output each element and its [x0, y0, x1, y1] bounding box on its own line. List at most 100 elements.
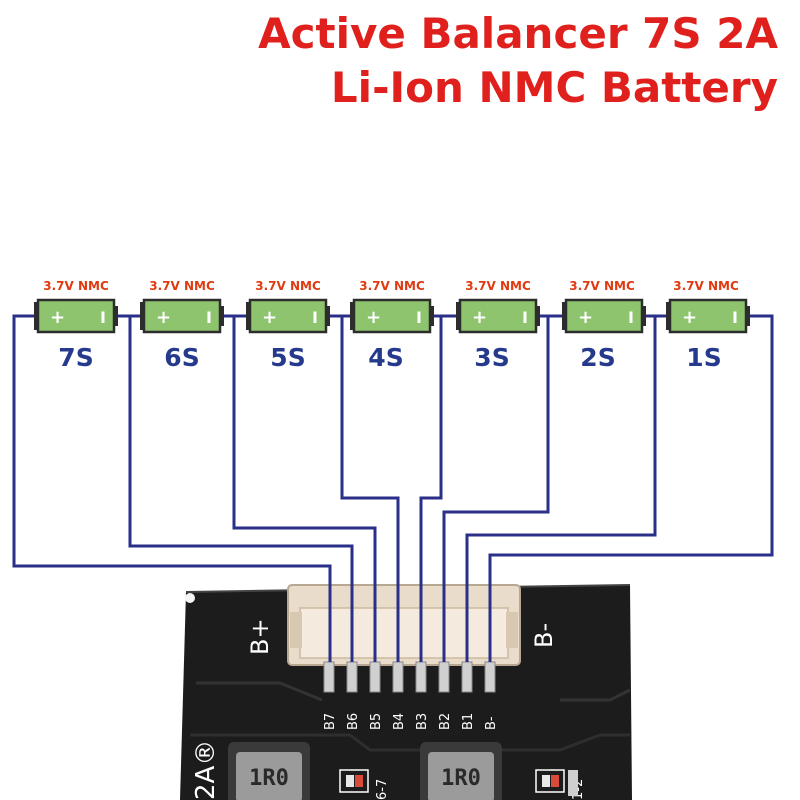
pin-label-b3: B3	[415, 713, 430, 730]
cell-label: 3.7V NMC	[465, 279, 531, 293]
led-outline	[535, 769, 565, 793]
board-corner-notch	[185, 593, 195, 603]
connector-latch-left	[290, 612, 302, 648]
pin-labels: B7 B6 B5 B4 B3 B2 B1 B-	[323, 713, 499, 730]
cell-body	[352, 298, 432, 334]
connector-pin	[323, 661, 335, 693]
cell-plus-sign: +	[472, 307, 487, 328]
pin-label-b1: B1	[461, 713, 476, 730]
cell-minus-sign: I	[416, 308, 422, 327]
cell-5s: 3.7V NMC + I 5S	[246, 279, 330, 372]
cell-2s: 3.7V NMC + I 2S	[562, 279, 646, 372]
inductor-left: 1R0	[228, 742, 310, 800]
inductor-right: 1R0	[420, 742, 502, 800]
connector-pin	[369, 661, 381, 693]
inductor-body	[428, 752, 494, 800]
connector-pin	[392, 661, 404, 693]
series-label: 6S	[164, 343, 199, 372]
cell-terminal	[456, 302, 460, 330]
cell-body	[36, 298, 116, 334]
series-label: 2S	[580, 343, 615, 372]
cell-label: 3.7V NMC	[43, 279, 109, 293]
led-outline	[339, 769, 369, 793]
led-left	[339, 769, 369, 793]
cell-cap	[114, 306, 118, 326]
led-body	[551, 775, 559, 787]
b-minus-label: B-	[530, 623, 558, 648]
connector-pin	[346, 661, 358, 693]
cell-cap	[326, 306, 330, 326]
cell-plus-sign: +	[262, 307, 277, 328]
connector-opening	[299, 607, 509, 659]
series-label: 3S	[474, 343, 509, 372]
cell-terminal	[666, 302, 670, 330]
jst-connector	[287, 584, 521, 666]
connector-pin	[415, 661, 427, 693]
wire-b7	[12, 314, 332, 662]
cell-plus-sign: +	[682, 307, 697, 328]
pcb-trace	[560, 688, 631, 702]
series-label: 1S	[686, 343, 721, 372]
cell-terminal	[140, 302, 144, 330]
inductor-left-label: 1R0	[249, 766, 289, 791]
series-label: 5S	[270, 343, 305, 372]
cell-cap	[642, 306, 646, 326]
cell-cap	[430, 306, 434, 326]
pin-label-b2: B2	[438, 713, 453, 730]
pin-label-b4: B4	[392, 713, 407, 730]
smd-component	[568, 770, 578, 796]
connector-pins	[323, 661, 496, 693]
connector-pin	[461, 661, 473, 693]
cell-7s: 3.7V NMC + I 7S	[34, 279, 118, 372]
cell-plus-sign: +	[578, 307, 593, 328]
wire-b2	[442, 316, 550, 662]
pin-label-b5: B5	[369, 713, 384, 730]
cell-label: 3.7V NMC	[359, 279, 425, 293]
cell-plus-sign: +	[156, 307, 171, 328]
cell-minus-sign: I	[206, 308, 212, 327]
cell-4s: 3.7V NMC + I 4S	[350, 279, 434, 372]
cell-body	[458, 298, 538, 334]
b-plus-label: B+	[246, 618, 274, 655]
balancer-board: B+ B- B7 B6 B5 B4 B3 B2 B1 B- 2A® 1R0 1R…	[180, 584, 632, 800]
cell-label: 3.7V NMC	[673, 279, 739, 293]
cell-label: 3.7V NMC	[255, 279, 321, 293]
connector-pin	[484, 661, 496, 693]
cell-body	[564, 298, 644, 334]
cell-minus-sign: I	[732, 308, 738, 327]
cell-plus-sign: +	[366, 307, 381, 328]
cell-terminal	[350, 302, 354, 330]
cell-minus-sign: I	[100, 308, 106, 327]
cell-terminal	[34, 302, 38, 330]
wire-b3	[419, 316, 443, 662]
pin-label-b-minus: B-	[484, 716, 499, 730]
title-line-2: Li-Ion NMC Battery	[331, 63, 778, 112]
title-line-1: Active Balancer 7S 2A	[258, 9, 778, 58]
led-pad	[346, 775, 354, 787]
pin-label-b7: B7	[323, 713, 338, 730]
led-pad	[542, 775, 550, 787]
pcb-trace	[196, 681, 323, 702]
cell-terminal	[562, 302, 566, 330]
cell-minus-sign: I	[312, 308, 318, 327]
cell-cap	[536, 306, 540, 326]
cell-label: 3.7V NMC	[149, 279, 215, 293]
connector-latch-right	[506, 612, 518, 648]
cell-cap	[746, 306, 750, 326]
inductor-right-label: 1R0	[441, 766, 481, 791]
wire-b1	[465, 316, 657, 662]
led-body	[355, 775, 363, 787]
cell-6s: 3.7V NMC + I 6S	[140, 279, 224, 372]
cell-terminal	[246, 302, 250, 330]
wire-b-minus	[488, 314, 774, 662]
board-edge-text: 2A®	[191, 740, 221, 800]
series-label: 4S	[368, 343, 403, 372]
cell-cap	[220, 306, 224, 326]
cell-3s: 3.7V NMC + I 3S	[456, 279, 540, 372]
cell-minus-sign: I	[628, 308, 634, 327]
cell-plus-sign: +	[50, 307, 65, 328]
series-label: 7S	[58, 343, 93, 372]
connector-pin	[438, 661, 450, 693]
